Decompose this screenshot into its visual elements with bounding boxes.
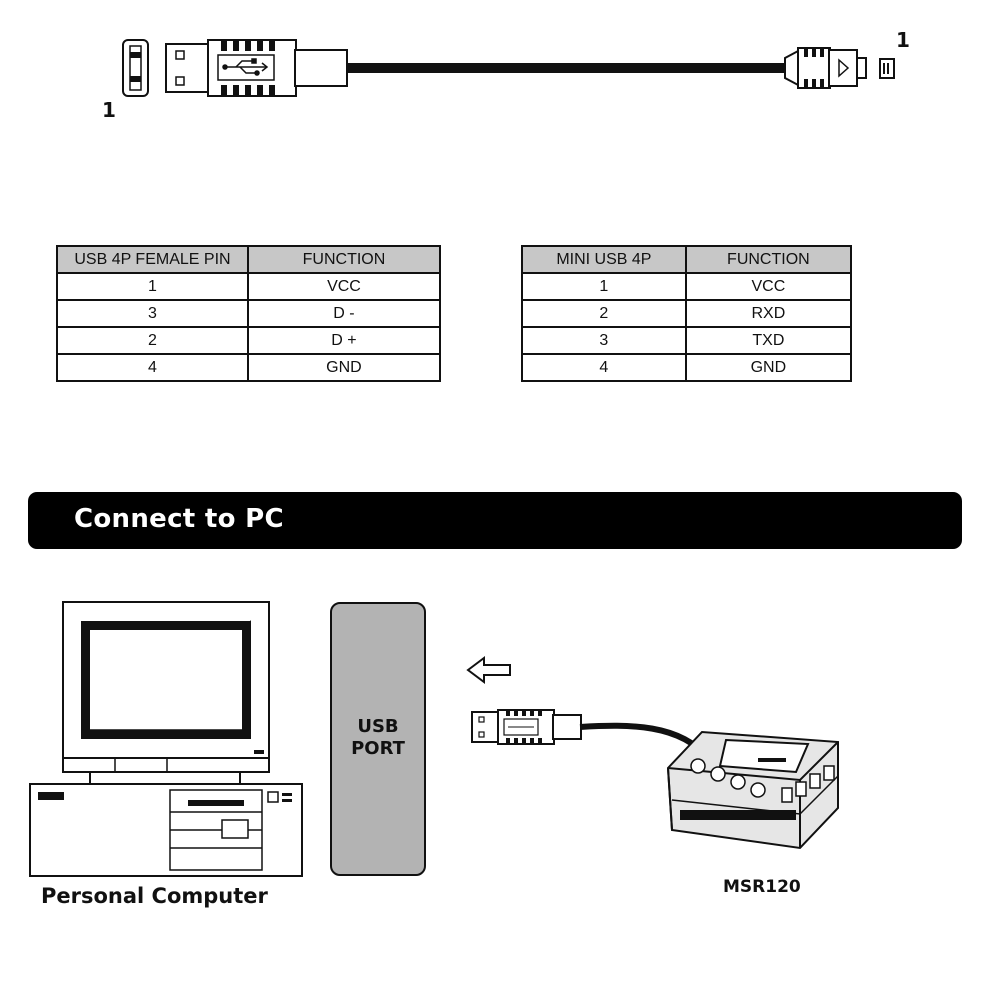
usb-port-label-line1: USB xyxy=(357,716,399,737)
usb-symbol-icon xyxy=(222,58,269,76)
section-title: Connect to PC xyxy=(74,504,284,534)
table-row: 2 RXD xyxy=(521,299,853,328)
device-caption: MSR120 xyxy=(723,877,801,897)
table-row: 3 TXD xyxy=(521,326,853,355)
section-banner: Connect to PC xyxy=(28,492,962,549)
usb-pin-one-label: 1 xyxy=(102,98,116,122)
table-cell-function: GND xyxy=(684,353,853,382)
table-row: 1 VCC xyxy=(521,272,853,301)
table-cell-function: RXD xyxy=(684,299,853,328)
pc-caption: Personal Computer xyxy=(41,884,268,908)
usb-port-block: USB PORT xyxy=(330,602,426,876)
mini-usb-pin-table: MINI USB 4P FUNCTION 1 VCC 2 RXD 3 TXD 4… xyxy=(521,245,853,382)
personal-computer-illustration xyxy=(29,601,303,877)
table-cell-pin: 4 xyxy=(56,353,249,382)
table-cell-function: VCC xyxy=(246,272,442,301)
table-row: 2 D + xyxy=(56,326,442,355)
mini-usb-table-header-function: FUNCTION xyxy=(684,245,853,274)
mini-usb-table-header-pin: MINI USB 4P xyxy=(521,245,687,274)
table-cell-function: D - xyxy=(246,299,442,328)
table-cell-function: VCC xyxy=(684,272,853,301)
usb-cable-diagram xyxy=(122,39,895,97)
table-cell-pin: 1 xyxy=(56,272,249,301)
usb-pin-table: USB 4P FEMALE PIN FUNCTION 1 VCC 3 D - 2… xyxy=(56,245,442,382)
table-cell-pin: 4 xyxy=(521,353,687,382)
mini-usb-plug xyxy=(784,47,867,89)
usb-plug-icon xyxy=(471,709,582,745)
table-cell-function: GND xyxy=(246,353,442,382)
arrow-left-icon xyxy=(466,656,511,684)
table-cell-pin: 1 xyxy=(521,272,687,301)
computer-case-icon xyxy=(29,783,303,877)
usb-table-header-pin: USB 4P FEMALE PIN xyxy=(56,245,249,274)
table-row: 4 GND xyxy=(56,353,442,382)
cable-wire xyxy=(346,63,788,73)
mini-usb-port xyxy=(879,58,895,79)
table-cell-pin: 3 xyxy=(521,326,687,355)
table-cell-pin: 3 xyxy=(56,299,249,328)
device-connection-illustration xyxy=(466,656,839,850)
usb-table-header-function: FUNCTION xyxy=(246,245,442,274)
table-cell-function: D + xyxy=(246,326,442,355)
monitor-icon xyxy=(62,601,270,785)
table-row: 3 D - xyxy=(56,299,442,328)
table-cell-function: TXD xyxy=(684,326,853,355)
msr120-device-icon xyxy=(666,730,839,850)
usb-a-male-plug xyxy=(165,39,348,97)
table-row: 1 VCC xyxy=(56,272,442,301)
usb-port-label: USB PORT xyxy=(332,716,424,760)
table-cell-pin: 2 xyxy=(56,326,249,355)
mini-usb-pin-one-label: 1 xyxy=(896,28,910,52)
table-cell-pin: 2 xyxy=(521,299,687,328)
usb-a-female-port xyxy=(122,39,149,97)
table-row: 4 GND xyxy=(521,353,853,382)
usb-port-label-line2: PORT xyxy=(351,738,405,759)
